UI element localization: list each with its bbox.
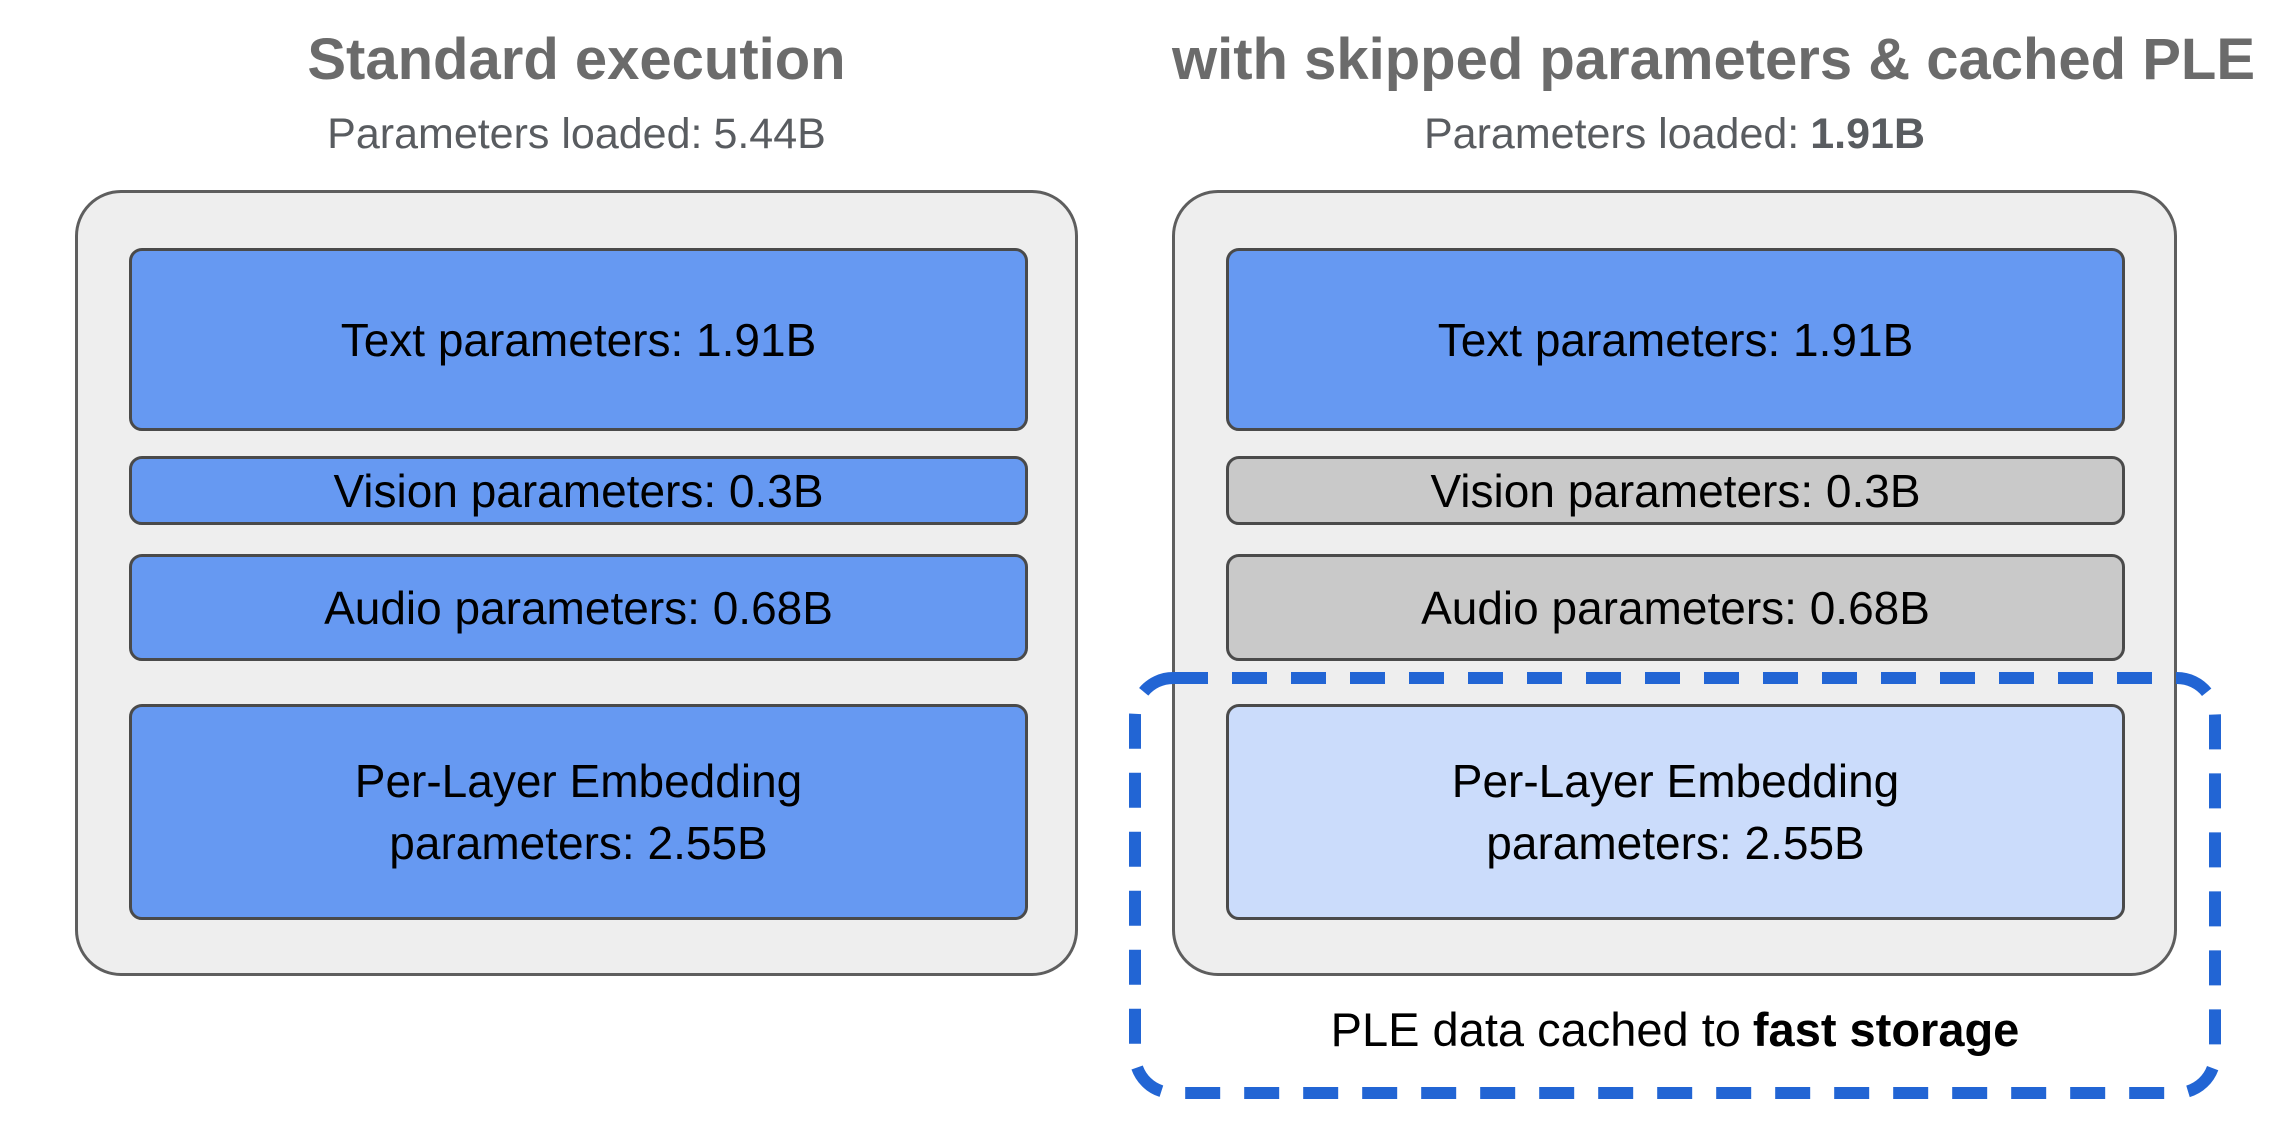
right-params-loaded-value: 1.91B xyxy=(1810,110,1925,158)
left-audio-parameters-box: Audio parameters: 0.68B xyxy=(129,554,1028,661)
right-vision-parameters-label: Vision parameters: 0.3B xyxy=(1430,464,1921,517)
right-model-container: Text parameters: 1.91B Vision parameters… xyxy=(1172,190,2177,976)
left-vision-parameters-label: Vision parameters: 0.3B xyxy=(333,464,824,517)
left-params-loaded-label: Parameters loaded: xyxy=(327,110,703,158)
left-text-parameters-label: Text parameters: 1.91B xyxy=(340,313,817,366)
left-ple-parameters-box: Per-Layer Embedding parameters: 2.55B xyxy=(129,704,1028,920)
left-audio-parameters-label: Audio parameters: 0.68B xyxy=(324,581,833,634)
left-model-container: Text parameters: 1.91B Vision parameters… xyxy=(75,190,1078,976)
right-ple-parameters-label: Per-Layer Embedding parameters: 2.55B xyxy=(1451,754,1900,869)
left-panel-subtitle: Parameters loaded: 5.44B xyxy=(75,110,1078,160)
right-params-loaded-label: Parameters loaded: xyxy=(1423,110,1800,158)
left-text-parameters-box: Text parameters: 1.91B xyxy=(129,248,1028,431)
right-ple-parameters-box-cached: Per-Layer Embedding parameters: 2.55B xyxy=(1226,704,2125,920)
ple-cache-caption-prefix: PLE data cached to xyxy=(1330,1003,1741,1056)
right-text-parameters-box: Text parameters: 1.91B xyxy=(1226,248,2125,431)
right-audio-parameters-box-skipped: Audio parameters: 0.68B xyxy=(1226,554,2125,661)
right-audio-parameters-label: Audio parameters: 0.68B xyxy=(1421,581,1930,634)
ple-cache-caption-bold: fast storage xyxy=(1752,1003,2020,1056)
left-vision-parameters-box: Vision parameters: 0.3B xyxy=(129,456,1028,525)
right-panel-subtitle: Parameters loaded: 1.91B xyxy=(1172,110,2177,160)
ple-cache-caption: PLE data cached to fast storage xyxy=(1135,1003,2215,1057)
left-params-loaded-value: 5.44B xyxy=(713,110,826,158)
right-vision-parameters-box-skipped: Vision parameters: 0.3B xyxy=(1226,456,2125,525)
right-text-parameters-label: Text parameters: 1.91B xyxy=(1437,313,1914,366)
left-panel-title: Standard execution xyxy=(307,27,846,92)
left-ple-parameters-label: Per-Layer Embedding parameters: 2.55B xyxy=(354,754,803,869)
right-panel-title: with skipped parameters & cached PLE xyxy=(1172,27,2256,92)
